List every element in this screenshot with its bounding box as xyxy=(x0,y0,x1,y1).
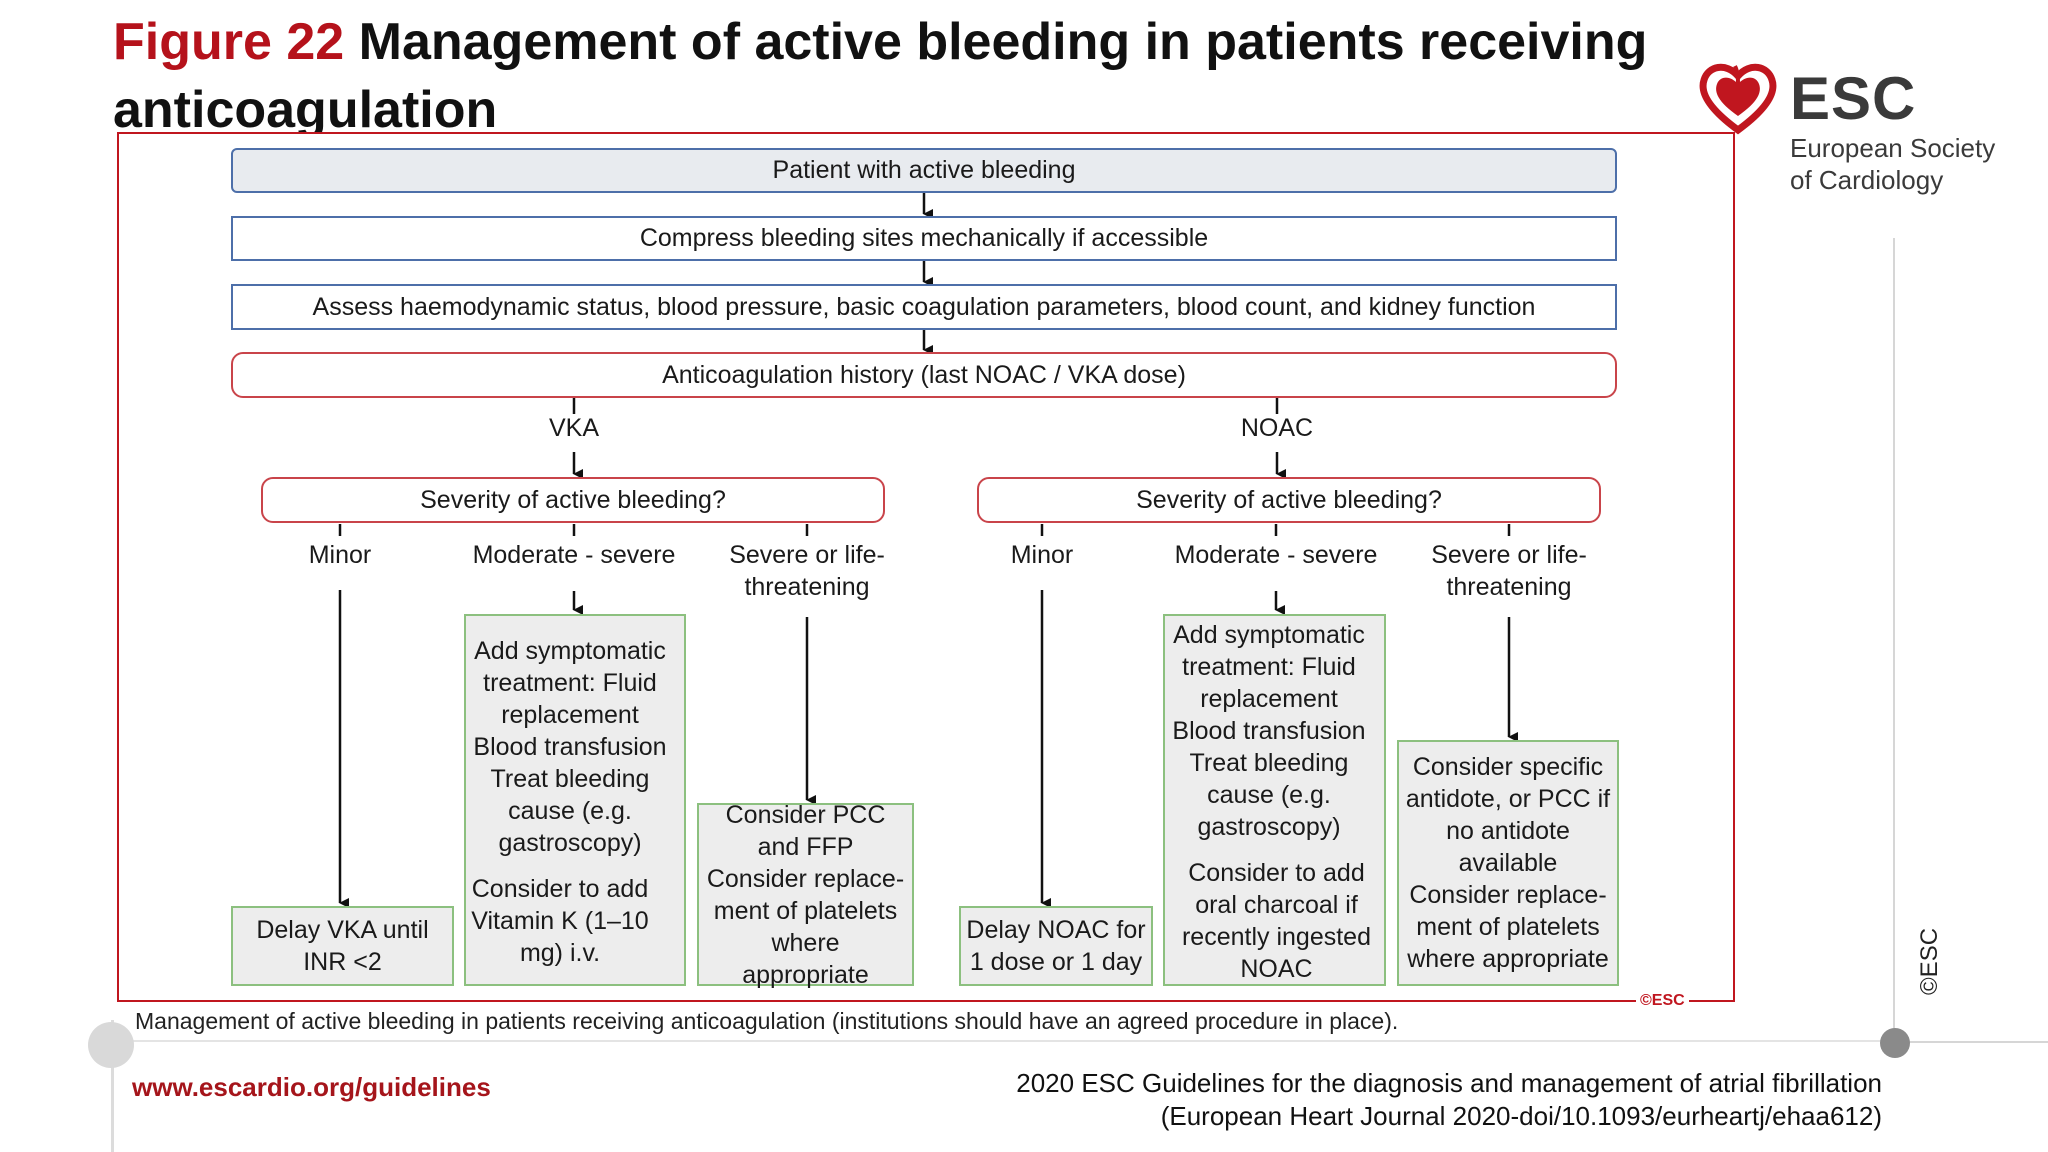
compress-text: Compress bleeding sites mechanically if … xyxy=(639,224,1209,252)
vka-branch-label: VKA xyxy=(548,414,600,442)
reference-citation: 2020 ESC Guidelines for the diagnosis an… xyxy=(1016,1067,1882,1133)
noac-severity-box: Severity of active bleeding? xyxy=(977,477,1601,523)
vka-moderate-extra-text: Consider to add Vitamin K (1–10 mg) i.v. xyxy=(471,875,649,967)
left-dot xyxy=(88,1022,134,1068)
logo-line2: of Cardiology xyxy=(1790,165,1944,195)
noac-minor-action-text: Delay NOAC for 1 dose or 1 day xyxy=(966,916,1146,976)
esc-heart-logo-icon xyxy=(1699,63,1777,135)
vka-moderate-action-box: Add symptomatic treatment: Fluid replace… xyxy=(464,614,686,986)
footer-divider xyxy=(111,1040,1893,1042)
noac-severe-label: Severe or life-threatening xyxy=(1431,541,1587,601)
vka-severe-action-box: Consider PCC and FFP Consider replace-me… xyxy=(697,801,914,989)
frame-copyright: ©ESC xyxy=(1636,992,1689,1010)
reference-line2: (European Heart Journal 2020-doi/10.1093… xyxy=(1160,1101,1882,1131)
vka-moderate-action-text: Add symptomatic treatment: Fluid replace… xyxy=(473,637,667,857)
noac-minor-label: Minor xyxy=(1010,541,1074,569)
start-text: Patient with active bleeding xyxy=(772,156,1076,184)
noac-moderate-action-text: Add symptomatic treatment: Fluid replace… xyxy=(1172,621,1366,841)
assess-text: Assess haemodynamic status, blood pressu… xyxy=(312,292,1536,321)
vka-severe-label: Severe or life-threatening xyxy=(729,541,885,601)
guidelines-link[interactable]: www.escardio.org/guidelines xyxy=(132,1072,491,1102)
figure-caption: Management of active bleeding in patient… xyxy=(135,1008,1399,1034)
noac-severe-action-text: Consider specific antidote, or PCC if no… xyxy=(1405,753,1611,973)
start-box: Patient with active bleeding xyxy=(231,148,1617,193)
history-box: Anticoagulation history (last NOAC / VKA… xyxy=(231,352,1617,398)
figure-title: Management of active bleeding in patient… xyxy=(113,13,1648,139)
noac-severity-text: Severity of active bleeding? xyxy=(1136,485,1442,514)
vka-severe-action-text: Consider PCC and FFP Consider replace-me… xyxy=(706,800,905,989)
noac-severe-action-box: Consider specific antidote, or PCC if no… xyxy=(1397,740,1619,986)
compress-box: Compress bleeding sites mechanically if … xyxy=(231,216,1617,261)
right-divider xyxy=(1893,238,1895,1050)
logo-name: ESC xyxy=(1790,65,1917,132)
figure-label: Figure 22 xyxy=(113,13,345,71)
noac-moderate-action-box: Add symptomatic treatment: Fluid replace… xyxy=(1163,614,1386,986)
logo-subtitle: European Society of Cardiology xyxy=(1790,132,1995,196)
right-dot xyxy=(1880,1028,1910,1058)
reference-line1: 2020 ESC Guidelines for the diagnosis an… xyxy=(1016,1068,1882,1098)
noac-moderate-label: Moderate - severe xyxy=(1174,541,1378,569)
vka-severity-box: Severity of active bleeding? xyxy=(261,477,885,523)
vka-minor-action-text: Delay VKA until INR <2 xyxy=(256,916,429,976)
history-text: Anticoagulation history (last NOAC / VKA… xyxy=(662,360,1186,389)
assess-box: Assess haemodynamic status, blood pressu… xyxy=(231,284,1617,330)
vka-minor-label: Minor xyxy=(308,541,372,569)
page-title: Figure 22 Management of active bleeding … xyxy=(113,8,1653,144)
vka-moderate-label: Moderate - severe xyxy=(472,541,676,569)
vka-minor-action-box: Delay VKA until INR <2 xyxy=(231,906,454,986)
noac-moderate-extra-text: Consider to add oral charcoal if recentl… xyxy=(1181,859,1371,983)
noac-branch-label: NOAC xyxy=(1240,414,1314,442)
vka-severity-text: Severity of active bleeding? xyxy=(420,485,726,514)
left-divider xyxy=(111,1020,114,1152)
logo-line1: European Society xyxy=(1790,133,1996,163)
right-divider-h xyxy=(1893,1041,2048,1043)
noac-minor-action-box: Delay NOAC for 1 dose or 1 day xyxy=(959,906,1153,986)
